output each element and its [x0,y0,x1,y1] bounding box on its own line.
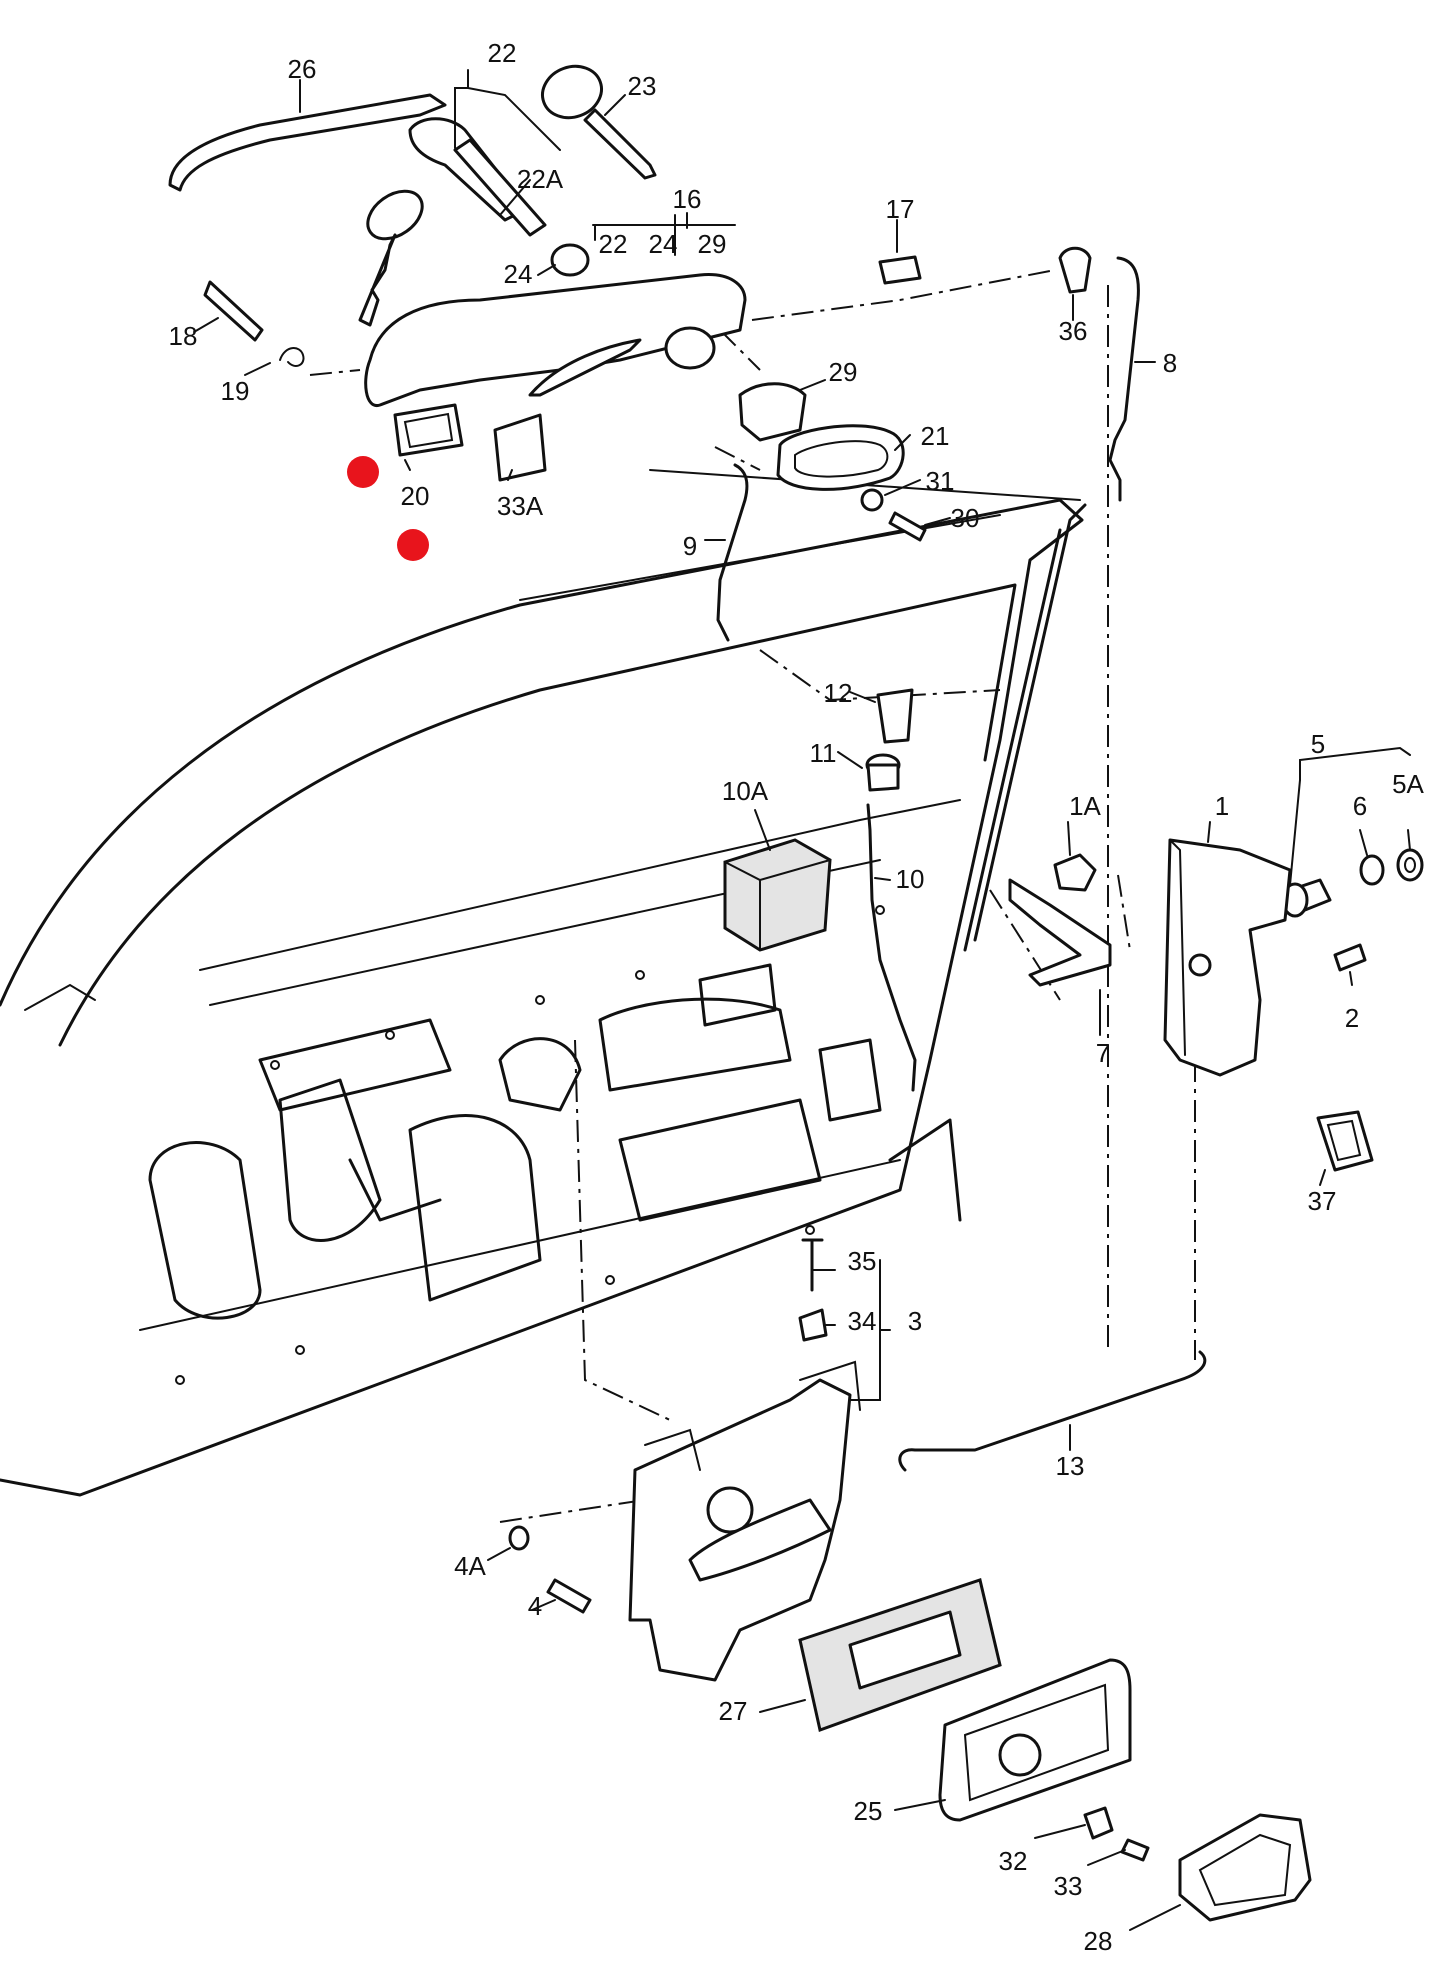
part-21-gasket [776,424,905,491]
part-10A-foam-block [723,838,832,952]
callout-31: 31 [926,466,955,496]
callout-12: 12 [824,678,853,708]
callout-2: 2 [1345,1003,1359,1033]
linkage-lines [309,269,1196,1523]
callout-36: 36 [1059,316,1088,346]
leader-lines [193,69,1411,1931]
part-34-spring [798,1308,828,1342]
part-32-nut [1083,1806,1114,1840]
callout-1: 1 [1215,791,1229,821]
callout-34: 34 [848,1306,877,1336]
callout-24: 24 [504,259,533,289]
callout-21: 21 [921,421,950,451]
callout-9: 9 [683,531,697,561]
part-4-screw [546,1578,592,1614]
callout-6: 6 [1353,791,1367,821]
part-30-screw [888,511,927,542]
part-31-washer [860,488,884,512]
part-20-gasket [393,403,464,457]
part-27-foam-pad [798,1578,1002,1732]
part-7-lever [1008,878,1112,987]
callout-17: 17 [886,194,915,224]
marker-dot [397,529,429,561]
callout-22-top: 22 [488,38,517,68]
callout-10: 10 [896,864,925,894]
part-17-screw [878,255,922,285]
window-frame [649,469,1087,952]
callout-29: 29 [829,357,858,387]
callout-16-sub-22: 22 [599,229,628,259]
part-1-lock [1163,838,1292,1077]
callout-5: 5 [1311,729,1325,759]
callout-4A: 4A [454,1551,486,1581]
part-13-rod [898,1350,1207,1472]
callout-13: 13 [1056,1451,1085,1481]
part-8-rod [1108,256,1140,502]
part-16-outer-handle [364,273,747,407]
part-25-handle-trim [938,1658,1132,1822]
part-24-cap [550,243,590,277]
callout-labels: 26 22 23 22A 16 22 24 29 24 17 18 36 8 1… [169,38,1425,1956]
callout-16: 16 [673,184,702,214]
part-11-sleeve [865,753,901,792]
callout-11: 11 [810,738,837,768]
part-29-bracket [738,382,807,442]
callout-4: 4 [528,1591,542,1621]
callout-3: 3 [908,1306,922,1336]
part-3-inner-handle-bracket [628,1360,861,1682]
part-36-clip [1058,246,1092,294]
callout-25: 25 [854,1796,883,1826]
callout-27: 27 [719,1696,748,1726]
callout-1A: 1A [1069,791,1101,821]
callout-32: 32 [999,1846,1028,1876]
part-22-key-and-cylinder [358,117,547,327]
highlight-markers [347,456,429,561]
part-12-knob [876,688,914,744]
part-10-rod [866,803,917,1092]
part-4A-washer [508,1525,530,1551]
callout-33A: 33A [497,491,544,521]
part-33A-insert [493,413,547,482]
part-26-seal-strip [168,93,447,192]
part-23-key [541,64,657,180]
callout-16-sub-24: 24 [649,229,678,259]
door-shell [0,498,1084,1497]
part-33-screw [1120,1838,1150,1862]
part-37-grommet [1316,1110,1374,1172]
callout-22A: 22A [517,164,564,194]
callout-28: 28 [1084,1926,1113,1956]
part-1A-lever [1053,853,1097,892]
callout-16-sub-29: 29 [698,229,727,259]
callout-35: 35 [848,1246,877,1276]
part-18-bolt [203,280,264,342]
part-35-bolt [801,1238,824,1292]
part-28-cover [1178,1813,1312,1922]
callout-19: 19 [221,376,250,406]
part-2-screw [1333,943,1367,972]
callout-10A: 10A [722,776,769,806]
marker-dot [347,456,379,488]
callout-18: 18 [169,321,198,351]
callout-5A: 5A [1392,769,1424,799]
part-5A-washer [1396,848,1424,882]
callout-33: 33 [1054,1871,1083,1901]
callout-30: 30 [951,503,980,533]
part-6-washer [1359,854,1385,886]
callout-8: 8 [1163,348,1177,378]
part-9-rod [716,463,749,642]
callout-37: 37 [1308,1186,1337,1216]
part-19-spring [279,347,305,367]
callout-7: 7 [1096,1038,1110,1068]
callout-23: 23 [628,71,657,101]
callout-26: 26 [288,54,317,84]
callout-20: 20 [401,481,430,511]
